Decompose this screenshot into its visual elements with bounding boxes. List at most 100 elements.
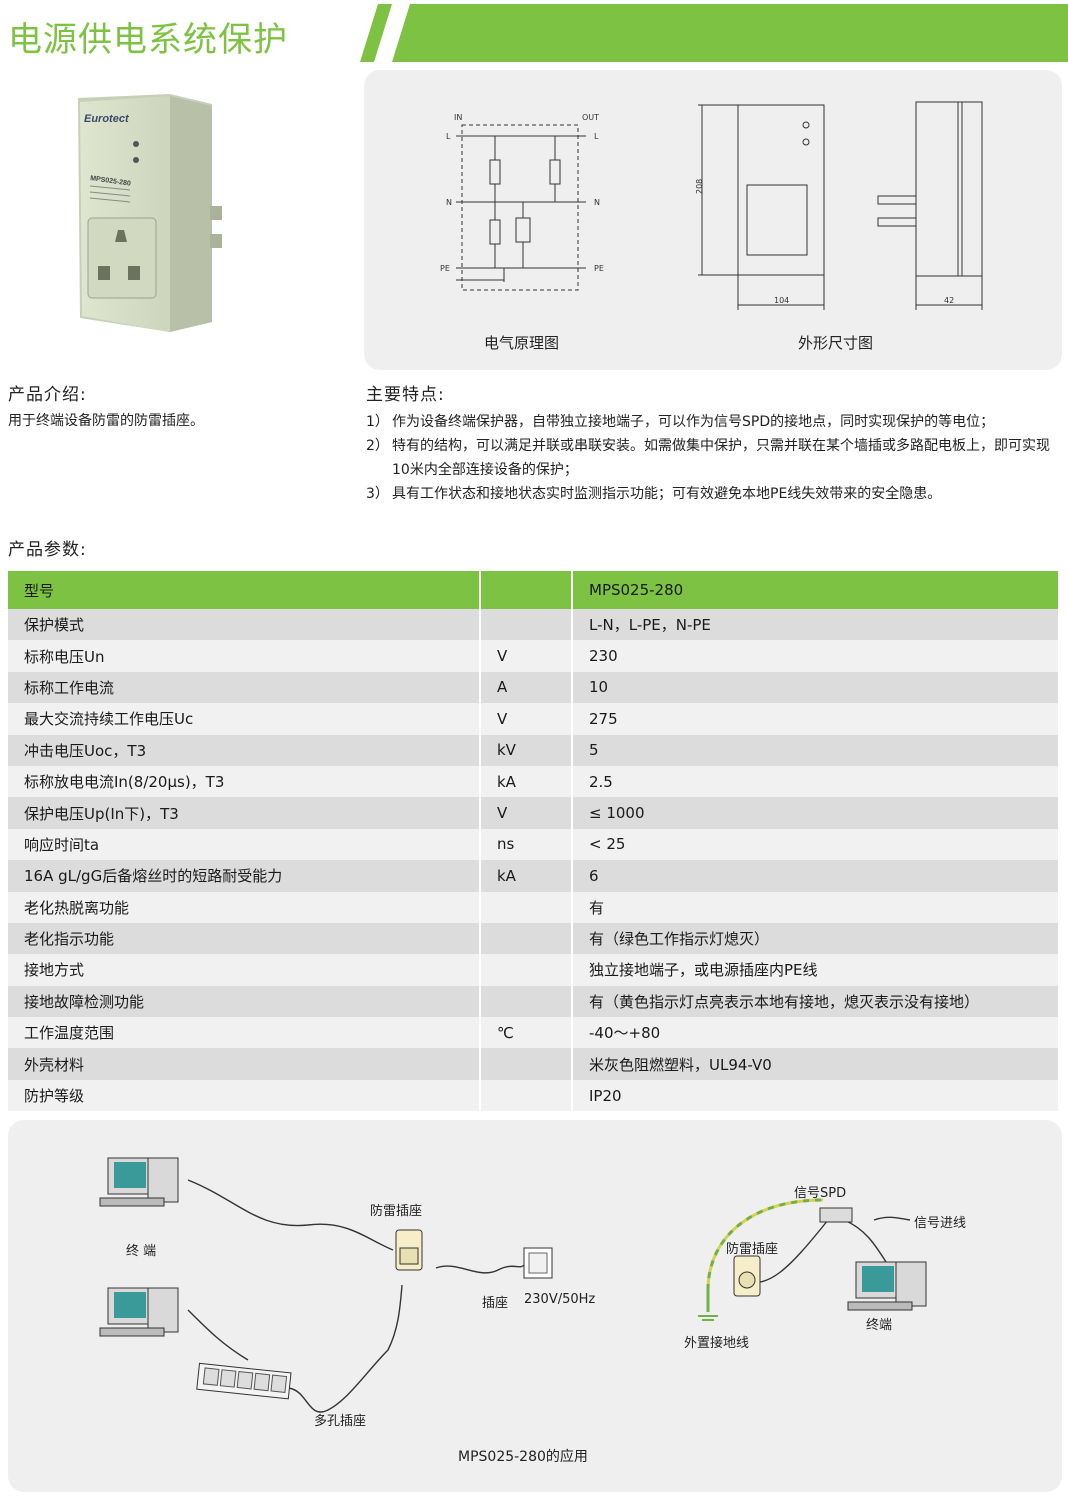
schematic-out-label: OUT: [582, 113, 599, 122]
param-unit: [480, 891, 573, 923]
param-name: 老化热脱离功能: [8, 891, 481, 923]
param-name: 保护电压Up(In下)，T3: [8, 797, 481, 829]
schematic-pe-right: PE: [594, 264, 604, 273]
app-label-socket-protector-right: 防雷插座: [726, 1242, 779, 1257]
param-unit: kA: [480, 765, 573, 798]
params-title: 产品参数:: [8, 540, 87, 560]
feature-item: 2） 特有的结构，可以满足并联或串联安装。如需做集中保护，只需并联在某个墙插或多…: [366, 434, 1061, 482]
param-name: 标称工作电流: [8, 671, 481, 704]
feature-text: 作为设备终端保护器，自带独立接地端子，可以作为信号SPD的接地点，同时实现保护的…: [392, 414, 995, 430]
param-unit: V: [480, 703, 573, 735]
photo-brand: Eurotect: [84, 113, 130, 125]
application-caption: MPS025-280的应用: [458, 1449, 588, 1465]
table-row: 接地故障检测功能 有（黄色指示灯点亮表示本地有接地，熄灭表示没有接地）: [8, 985, 1060, 1018]
schematic-n-right: N: [594, 198, 600, 207]
param-unit: V: [480, 797, 573, 829]
param-value: 230: [572, 640, 1060, 672]
param-name: 最大交流持续工作电压Uc: [8, 703, 481, 735]
param-unit: [480, 985, 573, 1018]
param-value: 6: [572, 860, 1060, 892]
header-unit: [480, 571, 573, 609]
feature-item: 1） 作为设备终端保护器，自带独立接地端子，可以作为信号SPD的接地点，同时实现…: [366, 410, 1061, 434]
intro-text: 用于终端设备防雷的防雷插座。: [8, 413, 204, 429]
param-unit: A: [480, 671, 573, 704]
param-unit: V: [480, 640, 573, 672]
page-title: 电源供电系统保护: [8, 20, 288, 60]
param-name: 工作温度范围: [8, 1017, 481, 1049]
param-unit: [480, 922, 573, 955]
param-value: L-N，L-PE，N-PE: [572, 609, 1060, 641]
dimension-caption: 外形尺寸图: [798, 334, 874, 352]
features-list: 1） 作为设备终端保护器，自带独立接地端子，可以作为信号SPD的接地点，同时实现…: [366, 410, 1061, 506]
app-label-socket-protector: 防雷插座: [370, 1204, 423, 1219]
application-panel: 终 端 防雷插座 插座 230V/50Hz 多孔插座 信号SPD 信号进线 防雷…: [8, 1120, 1062, 1492]
feature-num: 2）: [366, 438, 389, 454]
param-value: 5: [572, 734, 1060, 766]
param-name: 接地方式: [8, 954, 481, 986]
param-value: < 25: [572, 828, 1060, 861]
table-row: 老化指示功能 有（绿色工作指示灯熄灭）: [8, 922, 1060, 955]
table-header-row: 型号 MPS025-280: [8, 571, 1060, 609]
header-name: 型号: [8, 571, 481, 609]
param-value: 有（绿色工作指示灯熄灭）: [572, 922, 1060, 955]
header-value: MPS025-280: [572, 571, 1060, 609]
schematic-n-left: N: [446, 198, 452, 207]
param-value: 10: [572, 671, 1060, 704]
intro-title: 产品介绍:: [8, 385, 87, 405]
schematic-caption: 电气原理图: [484, 334, 560, 352]
app-label-signal-spd: 信号SPD: [794, 1186, 847, 1201]
header-accent-bar: [360, 4, 1068, 62]
schematic-l-right: L: [594, 132, 599, 141]
param-value: 275: [572, 703, 1060, 735]
param-name: 防护等级: [8, 1079, 481, 1112]
feature-text: 特有的结构，可以满足并联或串联安装。如需做集中保护，只需并联在某个墙插或多路配电…: [392, 438, 1050, 478]
feature-text: 具有工作状态和接地状态实时监测指示功能；可有效避免本地PE线失效带来的安全隐患。: [392, 486, 942, 502]
param-value: 有: [572, 891, 1060, 923]
param-name: 标称放电电流In(8/20μs)，T3: [8, 765, 481, 798]
table-row: 外壳材料米灰色阻燃塑料，UL94-V0: [8, 1048, 1060, 1080]
param-name: 标称电压Un: [8, 640, 481, 672]
dim-width-label: 104: [774, 296, 789, 305]
param-value: 有（黄色指示灯点亮表示本地有接地，熄灭表示没有接地）: [572, 985, 1060, 1018]
param-unit: [480, 954, 573, 986]
param-name: 响应时间ta: [8, 828, 481, 861]
table-row: 接地方式 独立接地端子，或电源插座内PE线: [8, 954, 1060, 986]
param-value: 米灰色阻燃塑料，UL94-V0: [572, 1048, 1060, 1080]
schematic-pe-left: PE: [440, 264, 450, 273]
param-name: 接地故障检测功能: [8, 985, 481, 1018]
app-label-multi-socket: 多孔插座: [314, 1414, 367, 1429]
feature-num: 1）: [366, 414, 389, 430]
table-row: 防护等级 IP20: [8, 1079, 1060, 1112]
feature-num: 3）: [366, 486, 389, 502]
schematic-l-left: L: [446, 132, 451, 141]
features-title: 主要特点:: [366, 385, 445, 405]
diagram-drawings: IN OUT L L N N PE PE 208 104 42: [440, 101, 983, 310]
param-value: 独立接地端子，或电源插座内PE线: [572, 954, 1060, 986]
param-value: ≤ 1000: [572, 797, 1060, 829]
param-name: 老化指示功能: [8, 922, 481, 955]
dim-height-label: 208: [695, 179, 704, 194]
param-unit: ns: [480, 828, 573, 861]
table-row: 老化热脱离功能 有: [8, 891, 1060, 923]
param-value: 2.5: [572, 765, 1060, 798]
product-photo: Eurotect MPS025-280: [70, 86, 240, 336]
param-unit: [480, 1048, 573, 1080]
table-row: 工作温度范围℃-40～+80: [8, 1017, 1060, 1049]
param-unit: ℃: [480, 1017, 573, 1049]
app-label-signal-in: 信号进线: [914, 1216, 967, 1231]
app-label-terminal-right: 终端: [866, 1318, 893, 1333]
param-unit: [480, 1079, 573, 1112]
param-value: IP20: [572, 1079, 1060, 1112]
diagram-panel: IN OUT L L N N PE PE 208 104 42 电气原理图 外形…: [364, 70, 1062, 370]
param-unit: [480, 609, 573, 641]
app-label-socket: 插座: [482, 1296, 509, 1311]
